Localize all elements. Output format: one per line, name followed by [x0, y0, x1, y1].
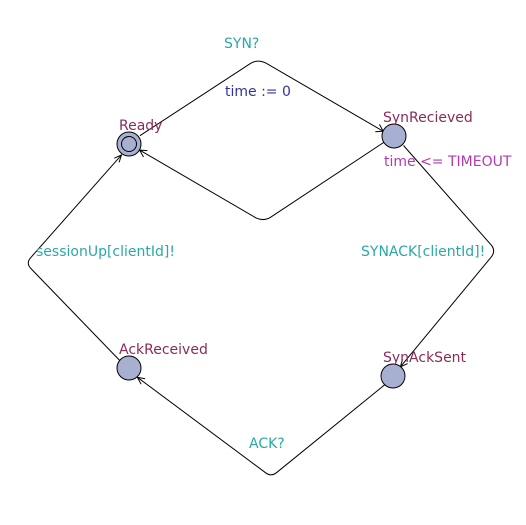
edge-line: [139, 60, 384, 137]
state-label: AckReceived: [119, 342, 208, 358]
edge-line: [137, 376, 386, 476]
state-synacksent[interactable]: SynAckSent: [380, 350, 467, 389]
sync-label-synack: SYNACK[clientId]!: [361, 244, 485, 260]
arrowhead: [114, 153, 123, 163]
state-ackreceived[interactable]: AckReceived: [116, 342, 208, 381]
sync-label-syn: SYN?: [224, 36, 259, 52]
edge-line: [139, 142, 384, 221]
invariant-label-timeout: time <= TIMEOUT: [384, 154, 512, 170]
state-circle: [116, 355, 142, 381]
initial-state-marker: [121, 136, 137, 152]
edge-ackreceived-to-ready[interactable]: [27, 153, 123, 362]
state-synrecieved[interactable]: SynRecieved: [381, 110, 473, 149]
update-label-time-reset: time := 0: [225, 84, 291, 100]
sync-label-ack: ACK?: [249, 436, 285, 452]
state-circle: [381, 123, 407, 149]
edge-synrecieved-to-ready[interactable]: [138, 142, 384, 221]
state-circle: [380, 363, 406, 389]
state-label: SynAckSent: [383, 350, 467, 366]
state-label: SynRecieved: [383, 110, 473, 126]
sync-label-session-up: sessionUp[clientId]!: [36, 244, 175, 260]
arrowhead: [136, 376, 146, 385]
edge-line: [400, 145, 495, 368]
state-ready[interactable]: Ready: [116, 118, 162, 157]
state-label: Ready: [119, 118, 162, 134]
edge-line: [27, 154, 122, 362]
state-circle: [116, 131, 142, 157]
edge-synacksent-to-ackreceived[interactable]: [136, 376, 386, 476]
